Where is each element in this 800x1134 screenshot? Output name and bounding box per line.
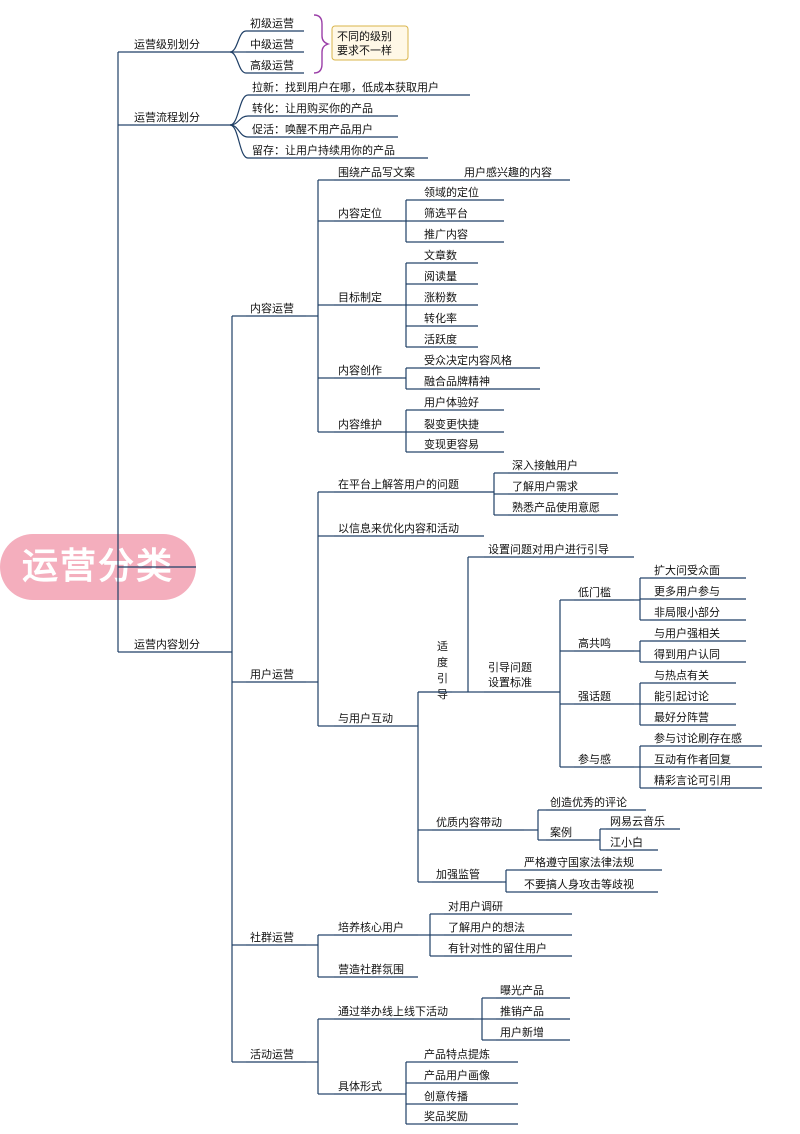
guide-question: 设置问题对用户进行引导 [488,542,609,556]
activity-ops-node: 活动运营 [250,1047,294,1061]
core-item-2: 有针对性的留住用户 [448,941,547,955]
level-link-2 [229,51,247,74]
group-3-node: 参与感 [578,752,611,766]
content-ops-node: 内容运营 [250,301,294,315]
offline-item-2: 用户新增 [500,1025,544,1039]
level-note: 不同的级别要求不一样 [337,29,392,57]
group-3-item-2: 精彩言论可引用 [654,773,731,787]
group-2-item-1: 能引起讨论 [654,689,709,703]
maintenance-item-2: 变现更容易 [424,437,479,451]
group-3-item-0: 参与讨论刷存在感 [654,731,742,745]
forms-item-3: 奖品奖励 [424,1109,468,1123]
process-item-1: 转化：让用购买你的产品 [252,101,373,115]
content-division-node: 运营内容划分 [134,637,200,651]
answer-item-1: 了解用户需求 [512,479,578,493]
levels-node: 运营级别划分 [134,37,200,51]
core-item-1: 了解用户的想法 [448,920,525,934]
core-item-0: 对用户调研 [448,899,503,913]
note-box [331,25,409,61]
goals-item-2: 涨粉数 [424,291,457,304]
creation-item-0: 受众决定内容风格 [424,353,512,367]
user-answer-node: 在平台上解答用户的问题 [338,477,459,491]
user-interact-node: 与用户互动 [338,711,393,725]
process-link-0 [229,94,249,126]
offline-item-0: 曝光产品 [500,983,544,997]
positioning-item-1: 筛选平台 [424,206,468,220]
forms-item-0: 产品特点提炼 [424,1047,490,1061]
forms-item-1: 产品用户画像 [424,1068,490,1082]
activity-forms-node: 具体形式 [338,1079,382,1093]
goals-item-1: 阅读量 [424,269,457,283]
content-write-child: 用户感兴趣的内容 [464,165,552,179]
group-0-item-1: 更多用户参与 [654,584,720,598]
supervision-node: 加强监管 [436,867,480,881]
positioning-item-0: 领域的定位 [424,185,479,199]
content-maintenance-node: 内容维护 [338,417,382,431]
community-core-node: 培养核心用户 [338,920,404,934]
brace-bracket [313,14,331,74]
group-1-item-0: 与用户强相关 [654,626,720,640]
standard-label: 引导问题设置标准 [488,660,532,689]
group-2-item-2: 最好分阵营 [654,710,709,724]
forms-item-2: 创意传播 [424,1089,468,1103]
case-item-0: 网易云音乐 [610,814,665,828]
quality-create: 创造优秀的评论 [550,795,627,809]
case-item-1: 江小白 [610,835,643,849]
user-optimize-node: 以信息来优化内容和活动 [338,521,459,535]
group-2-node: 强话题 [578,690,611,703]
community-ops-node: 社群运营 [250,930,294,944]
process-link-3 [229,124,249,159]
group-2-item-0: 与热点有关 [654,668,709,682]
process-node: 运营流程划分 [134,110,200,124]
answer-item-2: 熟悉产品使用意愿 [512,500,600,514]
content-goals-node: 目标制定 [338,290,382,304]
level-item-0: 初级运营 [250,16,294,30]
group-1-item-1: 得到用户认同 [654,647,720,661]
content-write-node: 围绕产品写文案 [338,165,415,179]
group-0-node: 低门槛 [578,585,611,599]
group-0-item-0: 扩大问受众面 [654,563,720,577]
community-atmosphere-node: 营造社群氛围 [338,962,404,976]
user-ops-node: 用户运营 [250,667,294,681]
content-creation-node: 内容创作 [338,363,382,377]
level-item-2: 高级运营 [250,58,294,72]
offline-item-1: 推销产品 [500,1004,544,1018]
goals-item-4: 活跃度 [424,332,457,346]
positioning-item-2: 推广内容 [424,227,468,241]
content-positioning-node: 内容定位 [338,206,382,220]
goals-item-0: 文章数 [424,248,457,262]
answer-item-0: 深入接触用户 [512,458,578,472]
group-1-node: 高共鸣 [578,636,611,650]
group-3-item-1: 互动有作者回复 [654,752,731,766]
process-item-2: 促活：唤醒不用产品用户 [252,122,373,136]
creation-item-1: 融合品牌精神 [424,374,490,388]
process-item-3: 留存：让用户持续用你的产品 [252,143,395,157]
supervision-item-0: 严格遵守国家法律法规 [524,855,634,869]
activity-offline-node: 通过举办线上线下活动 [338,1004,448,1018]
level-link-0 [229,30,247,53]
case-label: 案例 [550,825,572,839]
maintenance-item-0: 用户体验好 [424,395,479,409]
goals-item-3: 转化率 [424,311,457,325]
group-0-item-2: 非局限小部分 [654,605,720,619]
guide-label: 适度引导 [437,640,448,701]
supervision-item-1: 不要搞人身攻击等歧视 [524,877,634,891]
maintenance-item-1: 裂变更快捷 [424,417,479,431]
quality-node: 优质内容带动 [436,815,502,829]
process-item-0: 拉新：找到用户在哪，低成本获取用户 [252,80,439,94]
level-item-1: 中级运营 [250,37,294,51]
